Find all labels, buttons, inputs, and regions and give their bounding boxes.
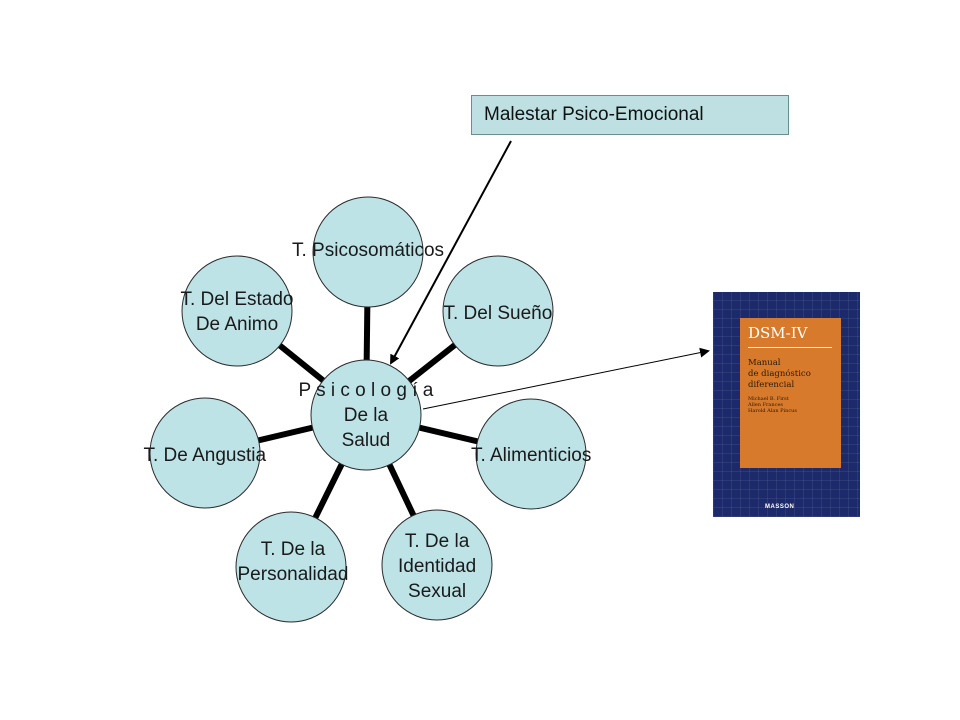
callout-label: Malestar Psico-Emocional bbox=[484, 104, 704, 125]
node-circle-identidad-sexual bbox=[381, 509, 493, 621]
node-circle-psicosomaticos bbox=[312, 196, 424, 308]
node-circle-alimenticios bbox=[475, 398, 587, 510]
node-label-sueno: T. Del Sueño bbox=[444, 301, 553, 326]
node-label-personalidad-line: Personalidad bbox=[237, 564, 349, 585]
node-label-alimenticios: T. Alimenticios bbox=[471, 443, 591, 468]
node-label-identidad-sexual-line: Sexual bbox=[408, 580, 467, 602]
node-label-alimenticios-line: T. Alimenticios bbox=[471, 444, 592, 466]
node-circle-estado-animo bbox=[181, 255, 293, 367]
book-title: DSM-IV bbox=[748, 324, 808, 342]
book-divider bbox=[748, 347, 832, 348]
node-label-psicosomaticos-line: T. Psicosomáticos bbox=[292, 239, 445, 261]
callout-box: Malestar Psico-Emocional bbox=[471, 95, 789, 135]
node-label-estado-animo-line: De Animo bbox=[195, 314, 279, 335]
dsm-iv-book-image: DSM-IV Manual de diagnóstico diferencial… bbox=[713, 292, 860, 517]
node-circle-angustia bbox=[149, 397, 261, 509]
node-label-angustia-line: T. De Angustia bbox=[143, 444, 267, 466]
node-label-psicosomaticos: T. Psicosomáticos bbox=[292, 238, 444, 263]
node-label-personalidad: T. De la Personalidad bbox=[238, 537, 349, 587]
callout-arrow bbox=[390, 140, 512, 365]
center-node-label: P s i c o l o g í a De la Salud bbox=[299, 378, 434, 453]
center-node-label-line: De la bbox=[343, 404, 389, 426]
node-circle-personalidad bbox=[235, 511, 347, 623]
node-label-angustia: T. De Angustia bbox=[144, 443, 267, 468]
book-publisher: MASSON bbox=[765, 504, 795, 510]
book-authors: Michael B. First Allen Frances Harold Al… bbox=[748, 396, 797, 414]
center-node-circle bbox=[310, 359, 422, 471]
node-label-sueno-line: T. Del Sueño bbox=[443, 302, 553, 324]
node-label-estado-animo-line: T. Del Estado bbox=[180, 289, 294, 310]
center-node-label-line: P s i c o l o g í a bbox=[298, 379, 434, 401]
node-label-personalidad-line: T. De la bbox=[260, 539, 326, 560]
node-label-identidad-sexual-line: Identidad bbox=[398, 555, 477, 577]
book-cover-panel: DSM-IV Manual de diagnóstico diferencial… bbox=[740, 318, 841, 468]
center-node-label-line: Salud bbox=[341, 429, 391, 451]
node-label-estado-animo: T. Del Estado De Animo bbox=[181, 287, 294, 337]
book-subtitle: Manual de diagnóstico diferencial bbox=[748, 358, 811, 390]
book-arrow bbox=[422, 347, 710, 410]
node-label-identidad-sexual-line: T. De la bbox=[404, 530, 470, 552]
node-circle-sueno bbox=[442, 255, 554, 367]
